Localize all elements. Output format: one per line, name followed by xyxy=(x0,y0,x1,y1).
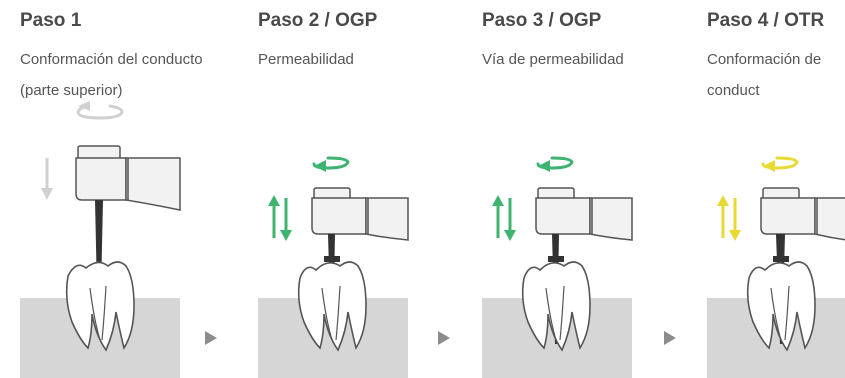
rotation-arrow-icon xyxy=(312,156,350,172)
file-stopper xyxy=(773,256,789,262)
next-step-arrow-icon xyxy=(205,331,217,345)
step-description: Vía de permeabilidad xyxy=(482,44,712,75)
next-step-arrow-icon xyxy=(438,331,450,345)
up-down-arrow-icon xyxy=(492,195,516,241)
step-2: Paso 2 / OGP Permeabilidad xyxy=(258,0,488,378)
step-3-illustration xyxy=(482,156,633,378)
rotation-arrow-icon xyxy=(536,156,574,172)
step-1-illustration xyxy=(20,101,181,378)
step-title: Paso 4 / OTR xyxy=(707,10,825,31)
step-description-line: Conformación del conducto xyxy=(20,51,203,68)
rotation-arrow-icon xyxy=(761,156,799,172)
step-description-line: Vía de permeabilidad xyxy=(482,51,624,68)
tooth xyxy=(297,261,367,352)
step-description: Conformación del conducto (parte superio… xyxy=(20,44,250,106)
handpiece xyxy=(760,187,845,241)
step-4: Paso 4 / OTR Conformación de conduct xyxy=(707,0,845,378)
handpiece xyxy=(535,187,633,241)
next-step-arrow-icon xyxy=(664,331,676,345)
handpiece xyxy=(75,145,181,211)
step-description: Permeabilidad xyxy=(258,44,488,75)
tooth xyxy=(521,261,591,352)
step-1: Paso 1 Conformación del conducto (parte … xyxy=(20,0,250,378)
down-arrow-icon xyxy=(41,158,53,200)
up-down-arrow-icon xyxy=(717,195,741,241)
step-2-illustration xyxy=(258,156,409,378)
up-down-arrow-icon xyxy=(268,195,292,241)
step-4-illustration xyxy=(707,156,845,378)
handpiece xyxy=(311,187,409,241)
tooth xyxy=(746,261,816,352)
step-description-line: (parte superior) xyxy=(20,82,123,99)
step-description: Conformación de conduct xyxy=(707,44,845,106)
step-title: Paso 2 / OGP xyxy=(258,10,378,31)
step-title: Paso 3 / OGP xyxy=(482,10,602,31)
step-3: Paso 3 / OGP Vía de permeabilidad xyxy=(482,0,712,378)
step-description-line: Conformación de xyxy=(707,51,822,68)
rotation-arrow-icon xyxy=(76,101,124,120)
file-stopper xyxy=(324,256,340,262)
tooth xyxy=(65,261,135,352)
step-title: Paso 1 xyxy=(20,10,82,31)
step-description-line: Permeabilidad xyxy=(258,51,354,68)
step-description-line: conduct xyxy=(707,82,760,99)
file-stopper xyxy=(548,256,564,262)
